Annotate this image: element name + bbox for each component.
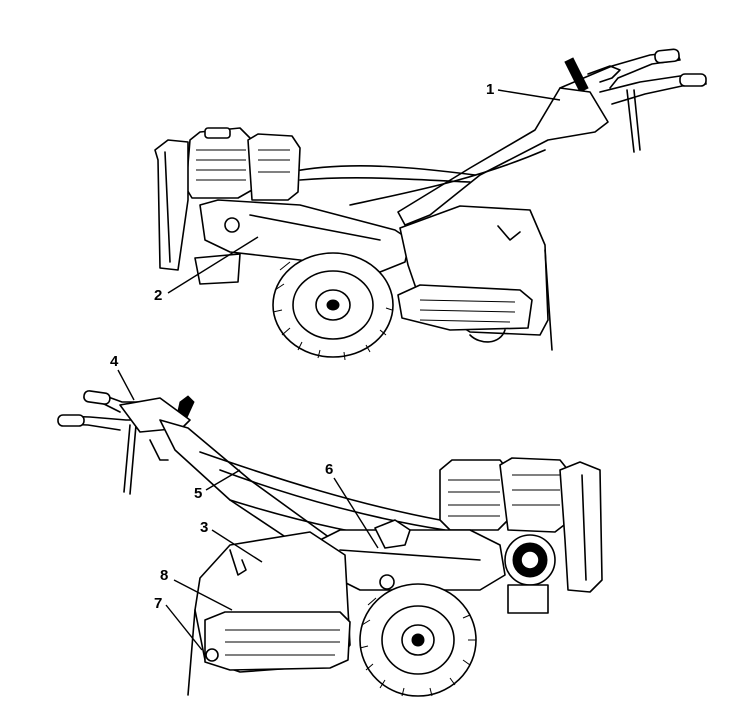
leader-7 bbox=[165, 604, 203, 651]
callout-5: 5 bbox=[194, 485, 202, 502]
engine-bottom bbox=[439, 457, 603, 614]
callout-7: 7 bbox=[154, 595, 162, 612]
leader-8 bbox=[173, 579, 233, 611]
leader-5 bbox=[205, 469, 241, 491]
leader-6 bbox=[333, 477, 379, 549]
callout-3: 3 bbox=[200, 519, 208, 536]
leader-1 bbox=[497, 89, 561, 101]
tine-hood-top bbox=[397, 205, 553, 351]
tine-hood-bottom bbox=[187, 531, 351, 696]
callout-1: 1 bbox=[486, 81, 494, 98]
handlebar-top bbox=[559, 48, 707, 153]
callout-8: 8 bbox=[160, 567, 168, 584]
leader-2 bbox=[167, 236, 259, 294]
callout-6: 6 bbox=[325, 461, 333, 478]
wheel-top bbox=[194, 252, 394, 361]
callout-2: 2 bbox=[154, 287, 162, 304]
callout-leaders bbox=[117, 89, 561, 651]
engine-top bbox=[154, 127, 301, 271]
leader-4 bbox=[117, 369, 135, 401]
wheel-bottom bbox=[359, 583, 477, 697]
tiller-top-view bbox=[154, 48, 707, 361]
handle-tube-top bbox=[289, 87, 609, 226]
tiller-bottom-view bbox=[57, 390, 603, 697]
callout-labels: 1 2 3 4 5 6 7 8 bbox=[110, 81, 494, 612]
leader-3 bbox=[211, 529, 263, 563]
callout-4: 4 bbox=[110, 353, 119, 370]
transmission-body-top bbox=[199, 199, 411, 273]
